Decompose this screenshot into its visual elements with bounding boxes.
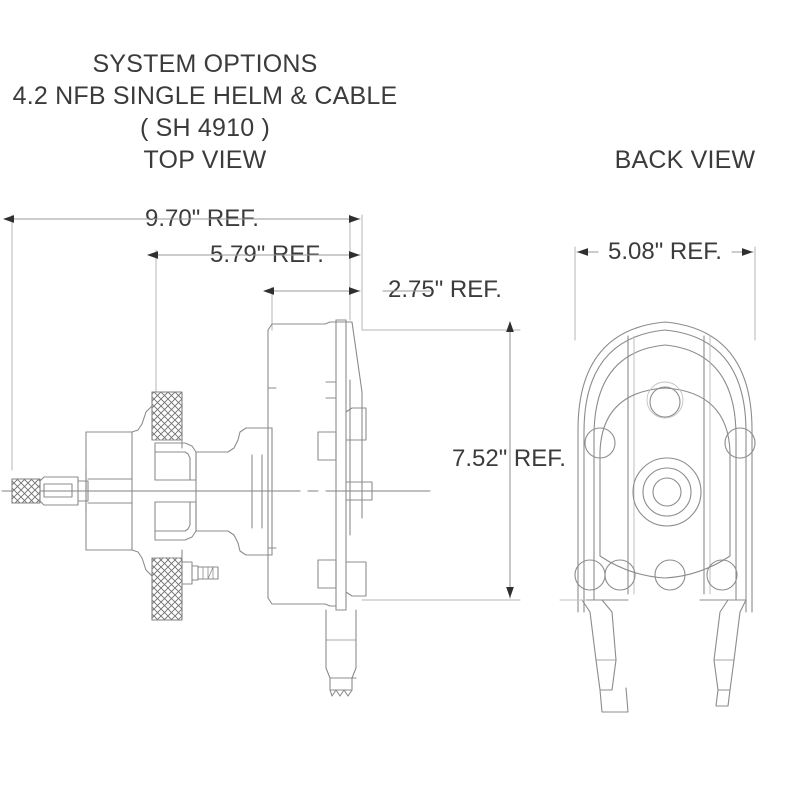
grease-fitting [181,561,219,585]
dimension-lines-top-view [3,215,514,599]
front-bell-housing [85,403,157,579]
cable-outlet-left-tip [599,687,629,713]
bolt-hole-upper-right [724,427,756,459]
lug-lower [317,559,337,589]
boss-upper-right [345,407,367,441]
bolt-hole-top [649,386,681,418]
housing-upper-step-profile [195,427,273,453]
housing-lower-step-profile [195,530,273,556]
shaft-collar [39,476,79,506]
shaft-keyway-slot [43,483,73,498]
title-line-system-options: SYSTEM OPTIONS [92,50,318,78]
bezel-upper [154,442,197,481]
bolt-hole-top-outer [646,381,684,419]
shaft-body [87,478,133,504]
boss-center-right [345,481,373,501]
back-view-cable-outlets [559,599,747,713]
shaft-step [77,480,89,502]
hub-bore-circle [652,477,682,507]
bell-housing-body [85,431,133,551]
extension-lines-top-view [11,214,521,601]
shell-wall-line [593,344,737,601]
flange-section-upper [151,391,183,441]
fitting-base [181,561,193,585]
bolt-circle-upper-arc [599,387,731,453]
bezel-bracket [154,442,197,541]
cable-outlet-right [713,599,747,691]
back-plate-notch-upper [325,381,337,399]
helm-gear-housing [195,427,273,556]
fitting-neck [191,565,199,581]
bolt-hole-lower-right [706,559,738,591]
bolt-holes [574,381,756,591]
boss-lower-right [345,561,367,597]
hub-outer-circle [632,457,702,527]
title-line-part-number: ( SH 4910 ) [139,114,271,142]
dimension-back-view [574,246,756,341]
back-plate-caps [335,319,347,611]
cable-outlet-top-view [325,609,357,697]
back-view-label: BACK VIEW [614,146,756,174]
back-view-ribs [627,335,711,595]
bezel-lower [154,501,197,541]
cable-outlet-left [581,599,617,691]
bolt-circle-lower-arc [599,451,731,579]
bolt-hole-lower-center [654,559,686,591]
lug-upper [317,431,337,461]
bolt-circle-arc [599,387,731,579]
fitting-threads [202,566,214,580]
flange-section-lower [151,557,183,621]
helm-body-block [267,321,337,607]
bolt-hole-lower-left [604,559,636,591]
flange-upper-edge [151,439,183,449]
bezel-lower-inner [154,501,191,532]
helm-back-plate [325,319,363,611]
cable-end-cut [329,689,353,697]
outer-shell-outline [577,321,753,613]
shaft-assembly-top-view [11,476,133,506]
body-bottom-profile [267,597,337,607]
bolt-hole-lower-far-left [574,559,606,591]
threaded-shaft-end [11,478,41,504]
bolt-hole-upper-left [584,427,616,459]
cable-sleeve [325,609,357,691]
hub-mid-circle [642,467,692,517]
mounting-flange-section [151,391,183,621]
body-edge-ticks [267,387,277,549]
back-plate-diagonal-upper [335,321,363,393]
bezel-upper-inner [154,451,191,481]
flange-lower-edge [151,549,183,559]
back-view-housing [577,321,753,613]
dimension-label-short-length: 2.75" REF. [383,278,507,302]
center-hub [632,457,702,527]
dimension-label-back-width: 5.08" REF. [603,240,727,264]
body-top-profile [267,321,337,331]
title-line-model: 4.2 NFB SINGLE HELM & CABLE [12,82,398,110]
cable-outlet-right-tip [715,689,731,707]
outer-shell-inner-outline [583,329,747,613]
top-view-label: TOP VIEW [143,146,267,174]
mount-lugs-top-view [317,407,373,597]
drawing-lines [1,214,756,713]
